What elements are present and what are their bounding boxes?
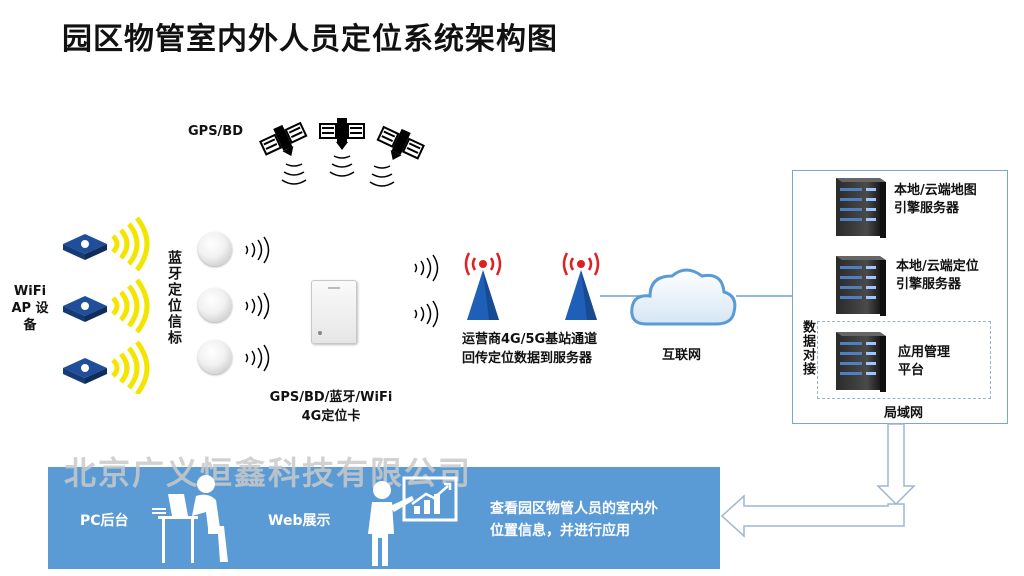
page-title: 园区物管室内外人员定位系统架构图 (62, 22, 558, 57)
position-engine-label-line2: 引擎服务器 (896, 277, 962, 292)
servers (836, 178, 886, 392)
cloud-icon (630, 268, 737, 326)
view-location-text: 查看园区物管人员的室内外 位置信息，并进行应用 (490, 498, 658, 542)
presenter-icon (368, 476, 458, 566)
app-platform-label-line2: 平台 (898, 363, 925, 378)
internet-label: 互联网 (662, 348, 702, 363)
card-label: GPS/BD/蓝牙/WiFi 4G定位卡 (256, 388, 406, 426)
bluetooth-beacon-icon (198, 340, 232, 374)
wifi-ap-icon (63, 340, 150, 394)
bluetooth-beacon-label: 蓝牙定位信标 (166, 250, 182, 346)
app-platform-label-line1: 应用管理 (898, 345, 951, 360)
operator-label-line2: 回传定位数据到服务器 (462, 351, 593, 366)
satellites (259, 118, 425, 187)
cell-tower-icon (464, 252, 502, 320)
lan-label: 局域网 (884, 406, 924, 421)
server-icon (836, 256, 886, 316)
wifi-ap-label: WiFi AP 设备 (11, 284, 49, 333)
cell-tower-icon (562, 252, 600, 320)
position-engine-label-line1: 本地/云端定位 (896, 259, 979, 274)
bluetooth-beacon-icon (198, 288, 232, 322)
data-link-label: 数据对接 (800, 320, 815, 376)
card-led (318, 331, 322, 335)
view-location-line1: 查看园区物管人员的室内外 (490, 501, 658, 517)
operator-label: 运营商4G/5G基站通道 回传定位数据到服务器 (462, 330, 632, 368)
server-icon (836, 332, 886, 392)
wifi-ap-group (63, 216, 150, 394)
positioning-card (311, 280, 357, 344)
satellite-icon (319, 118, 365, 150)
server-icon (836, 178, 886, 238)
company-watermark: 北京广义恒鑫科技有限公司 (64, 454, 473, 492)
card-label-line2: 4G定位卡 (301, 409, 361, 424)
base-stations (464, 252, 600, 320)
satellite-icon (376, 125, 425, 160)
server-panel (792, 170, 1008, 424)
satellite-icon (259, 121, 308, 156)
pc-backend-label: PC后台 (80, 513, 129, 529)
card-slot (328, 287, 340, 289)
card-signals (414, 254, 439, 328)
beacon-signals (245, 236, 270, 372)
bluetooth-beacon-icon (198, 232, 232, 266)
app-platform-label: 应用管理 平台 (898, 344, 950, 380)
gps-bd-label: GPS/BD (188, 124, 244, 139)
wifi-ap-icon (63, 278, 150, 334)
map-engine-label-line1: 本地/云端地图 (894, 183, 977, 198)
web-display-label: Web展示 (268, 513, 331, 529)
map-engine-label: 本地/云端地图 引擎服务器 (894, 182, 977, 218)
card-label-line1: GPS/BD/蓝牙/WiFi (269, 390, 393, 405)
map-engine-label-line2: 引擎服务器 (894, 201, 960, 216)
lan-box (817, 321, 991, 399)
view-location-line2: 位置信息，并进行应用 (490, 523, 630, 539)
pc-user-icon (152, 475, 228, 563)
satellite-signal-icon (281, 155, 395, 187)
position-engine-label: 本地/云端定位 引擎服务器 (896, 258, 979, 294)
wifi-ap-icon (63, 216, 150, 272)
operator-label-line1: 运营商4G/5G基站通道 (462, 332, 598, 347)
